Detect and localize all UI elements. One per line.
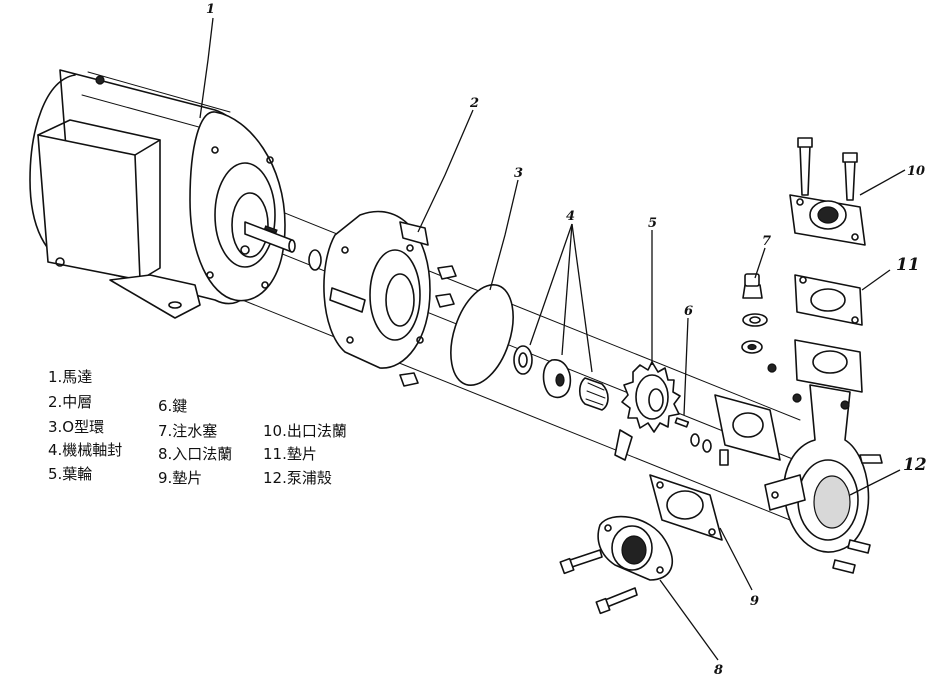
key-washer bbox=[690, 433, 700, 447]
adapter-bolts bbox=[399, 265, 457, 387]
inlet-flange bbox=[559, 515, 674, 615]
callout-7: 7 bbox=[762, 234, 771, 249]
callout-5: 5 bbox=[648, 216, 657, 231]
adapter-bracket bbox=[323, 210, 431, 369]
legend-item-8: 8.入口法蘭 bbox=[158, 445, 232, 463]
callout-8: 8 bbox=[714, 663, 723, 678]
outlet-gasket bbox=[794, 274, 863, 326]
legend-item-7: 7.注水塞 bbox=[158, 422, 217, 440]
callout-9: 9 bbox=[750, 594, 759, 609]
priming-plug bbox=[741, 273, 768, 354]
leader-lines bbox=[199, 17, 906, 661]
key-washer-2 bbox=[702, 439, 712, 453]
legend-item-5: 5.葉輪 bbox=[48, 465, 92, 483]
parts-legend: 1.馬達 2.中層 3.O型環 4.機械軸封 5.葉輪 6.鍵 7.注水塞 8.… bbox=[48, 368, 347, 487]
o-ring bbox=[450, 283, 514, 387]
suction-cover bbox=[714, 394, 781, 466]
callout-10: 10 bbox=[907, 164, 925, 179]
shaft-key bbox=[674, 417, 690, 428]
legend-item-12: 12.泵浦殼 bbox=[263, 469, 332, 487]
mechanical-seal bbox=[513, 345, 609, 411]
callout-12: 12 bbox=[903, 455, 927, 475]
pump-casing bbox=[764, 339, 883, 574]
legend-item-6: 6.鍵 bbox=[158, 397, 187, 415]
impeller bbox=[614, 361, 681, 461]
callout-2: 2 bbox=[469, 96, 479, 111]
callout-11: 11 bbox=[896, 255, 920, 275]
legend-item-2: 2.中層 bbox=[48, 393, 92, 411]
outlet-flange bbox=[789, 137, 866, 246]
callout-3: 3 bbox=[514, 166, 523, 181]
motor bbox=[29, 69, 296, 319]
legend-item-11: 11.墊片 bbox=[263, 445, 317, 463]
callout-4: 4 bbox=[566, 209, 575, 224]
callouts: 1 2 3 4 5 6 7 8 9 10 11 12 bbox=[206, 2, 927, 678]
callout-1: 1 bbox=[206, 2, 215, 17]
legend-item-10: 10.出口法蘭 bbox=[263, 422, 347, 440]
shaft-washer bbox=[308, 249, 322, 271]
legend-item-3: 3.O型環 bbox=[48, 418, 104, 436]
legend-item-1: 1.馬達 bbox=[48, 368, 92, 386]
legend-item-9: 9.墊片 bbox=[158, 469, 202, 487]
callout-6: 6 bbox=[684, 304, 693, 319]
inlet-gasket bbox=[649, 474, 723, 541]
legend-item-4: 4.機械軸封 bbox=[48, 441, 122, 459]
